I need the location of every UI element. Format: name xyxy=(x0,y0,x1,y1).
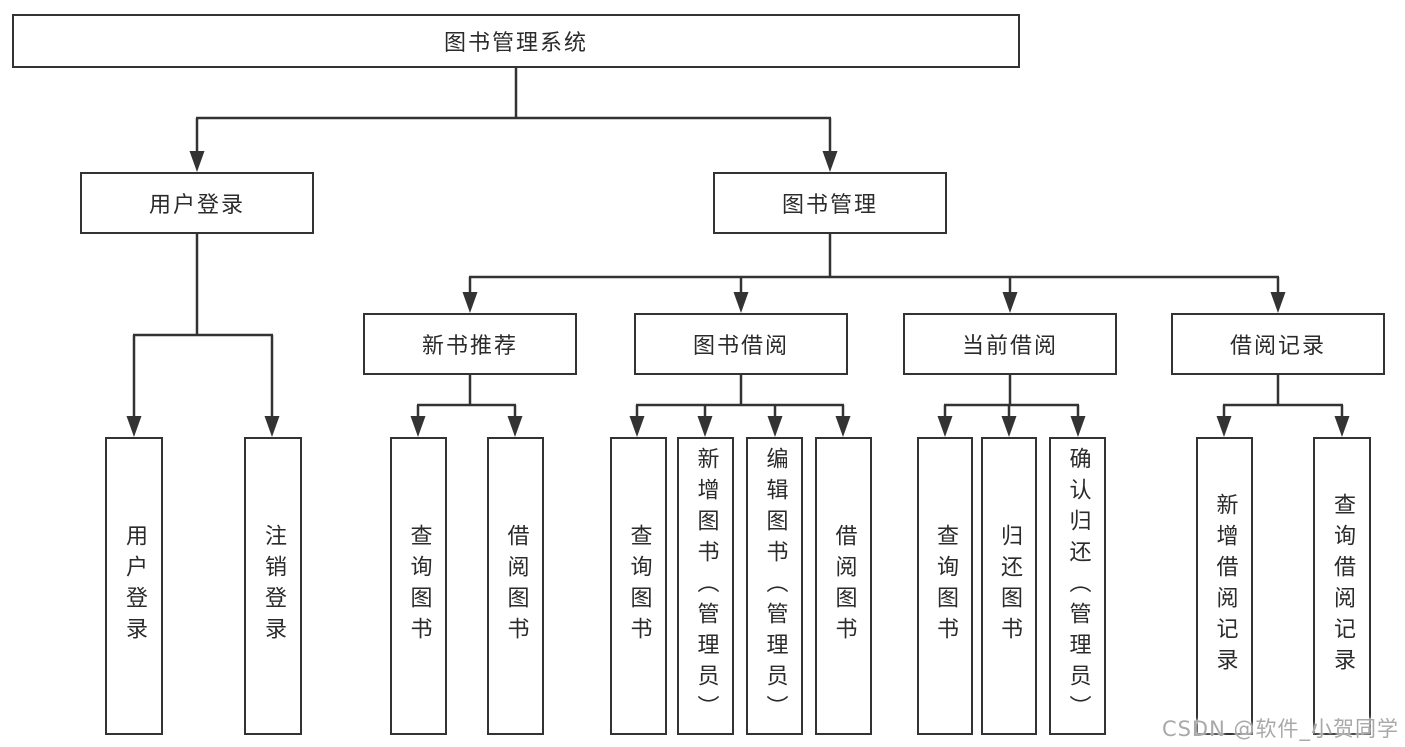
edges-book-borrowing xyxy=(629,375,851,437)
node-current-borrowing-label: 当前借阅 xyxy=(961,334,1058,359)
node-new-book-recommendation: 新书推荐 xyxy=(363,313,577,375)
node-borrow-books-recommend-label: 借阅图书 xyxy=(503,524,529,648)
node-add-borrow-record: 新增借阅记录 xyxy=(1196,437,1253,735)
node-query-books-borrowing: 查询图书 xyxy=(610,437,667,735)
node-add-books-admin-label: 新增图书（管理员） xyxy=(693,446,719,726)
edges-root xyxy=(189,68,838,172)
node-query-books-recommend-label: 查询图书 xyxy=(406,524,432,648)
node-add-books-admin: 新增图书（管理员） xyxy=(677,437,734,735)
node-logout: 注销登录 xyxy=(244,437,302,735)
edges-new-book-recommendation xyxy=(410,375,523,437)
node-confirm-return-admin: 确认归还（管理员） xyxy=(1049,437,1106,735)
watermark-text: CSDN @软件_小贺同学 xyxy=(1161,717,1399,741)
node-query-books-current: 查询图书 xyxy=(917,437,973,735)
node-current-borrowing: 当前借阅 xyxy=(903,313,1117,375)
node-edit-books-admin-label: 编辑图书（管理员） xyxy=(762,446,788,726)
node-add-borrow-record-label: 新增借阅记录 xyxy=(1212,493,1238,679)
node-borrow-books-leaf-label: 借阅图书 xyxy=(831,524,857,648)
node-query-books-borrowing-label: 查询图书 xyxy=(626,524,652,648)
node-new-book-recommendation-label: 新书推荐 xyxy=(421,334,518,359)
node-user-login-label: 用户登录 xyxy=(148,193,245,218)
edges-user-login xyxy=(126,234,280,437)
node-root: 图书管理系统 xyxy=(12,14,1020,68)
node-return-books-label: 归还图书 xyxy=(997,524,1022,648)
node-book-borrowing: 图书借阅 xyxy=(634,313,848,375)
node-query-books-recommend: 查询图书 xyxy=(390,437,447,735)
node-book-management: 图书管理 xyxy=(713,172,947,234)
node-user-login-leaf-label: 用户登录 xyxy=(122,524,147,648)
edges-borrowing-records xyxy=(1216,375,1350,437)
node-book-borrowing-label: 图书借阅 xyxy=(692,334,789,359)
node-borrowing-records-label: 借阅记录 xyxy=(1229,334,1326,359)
node-confirm-return-admin-label: 确认归还（管理员） xyxy=(1065,446,1091,726)
node-edit-books-admin: 编辑图书（管理员） xyxy=(746,437,803,735)
node-query-borrow-record: 查询借阅记录 xyxy=(1313,437,1371,735)
node-borrow-books-recommend: 借阅图书 xyxy=(487,437,544,735)
node-return-books: 归还图书 xyxy=(981,437,1037,735)
node-book-management-label: 图书管理 xyxy=(781,193,878,218)
node-borrowing-records: 借阅记录 xyxy=(1171,313,1385,375)
node-user-login: 用户登录 xyxy=(80,172,314,234)
node-root-label: 图书管理系统 xyxy=(443,31,588,56)
node-query-borrow-record-label: 查询借阅记录 xyxy=(1330,493,1355,679)
edges-book-management xyxy=(462,234,1286,313)
node-logout-label: 注销登录 xyxy=(261,524,286,648)
node-borrow-books-leaf: 借阅图书 xyxy=(815,437,872,735)
node-query-books-current-label: 查询图书 xyxy=(933,524,958,648)
node-user-login-leaf: 用户登录 xyxy=(105,437,163,735)
edges-current-borrowing xyxy=(937,375,1086,437)
